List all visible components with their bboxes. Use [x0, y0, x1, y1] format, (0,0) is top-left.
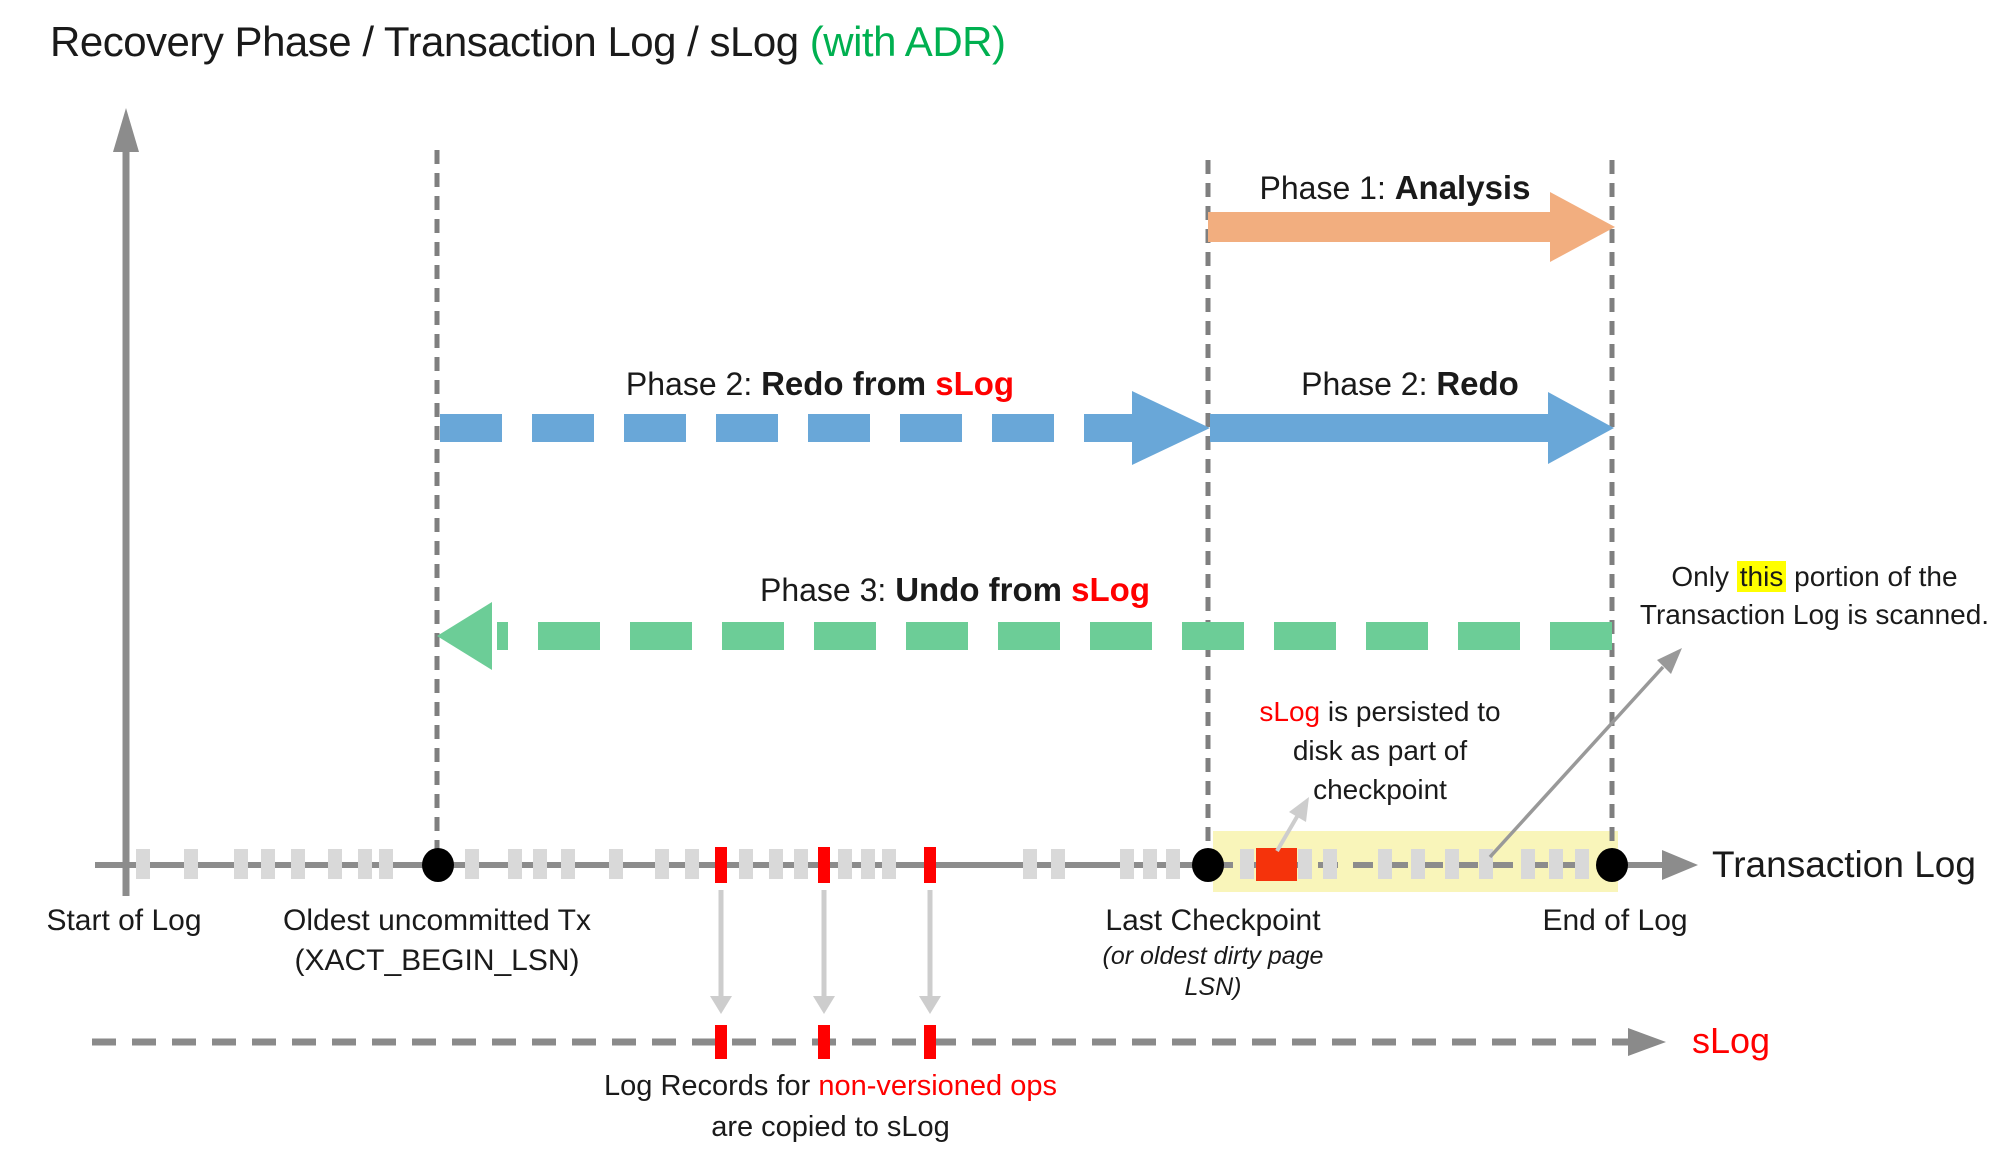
slog-arrowhead-icon	[1628, 1028, 1666, 1056]
transaction-log-label: Transaction Log	[1712, 844, 1976, 885]
copy-note: Log Records for non-versioned ops are co…	[604, 1070, 1057, 1143]
page-title-main: Recovery Phase / Transaction Log / sLog	[50, 18, 810, 65]
transaction-log-arrowhead-icon	[1662, 850, 1698, 880]
page-title: Recovery Phase / Transaction Log / sLog …	[50, 18, 1006, 66]
scan-note: Only this portion of the Transaction Log…	[1639, 561, 1990, 630]
page-title-adr: (with ADR)	[809, 18, 1006, 65]
oldest-uncommitted-tx-label: Oldest uncommitted Tx (XACT_BEGIN_LSN)	[283, 904, 591, 977]
persist-note: sLog is persisted to disk as part of che…	[1259, 696, 1501, 805]
last-checkpoint-label: Last Checkpoint (or oldest dirty page LS…	[1102, 904, 1324, 1001]
copy-to-slog-arrows	[710, 890, 941, 1014]
phase3-label: Phase 3: Undo from sLog	[759, 571, 1150, 608]
start-of-log-label: Start of Log	[46, 904, 202, 937]
slog-nonversioned-op-ticks	[715, 1025, 936, 1059]
phase2-label: Phase 2: Redo	[1301, 365, 1519, 402]
end-of-log-label: End of Log	[1542, 904, 1688, 937]
slog-label: sLog	[1692, 1020, 1771, 1061]
highlighted-this: this	[1736, 561, 1787, 592]
scanned-region-highlight	[1213, 831, 1618, 892]
phase3-undo-from-slog-arrow	[437, 602, 1612, 670]
vertical-axis-arrowhead-icon	[113, 108, 139, 152]
phase1-label: Phase 1: Analysis	[1259, 169, 1531, 206]
phase2-from-slog-label: Phase 2: Redo from sLog	[625, 365, 1015, 402]
nonversioned-op-ticks	[715, 847, 936, 883]
